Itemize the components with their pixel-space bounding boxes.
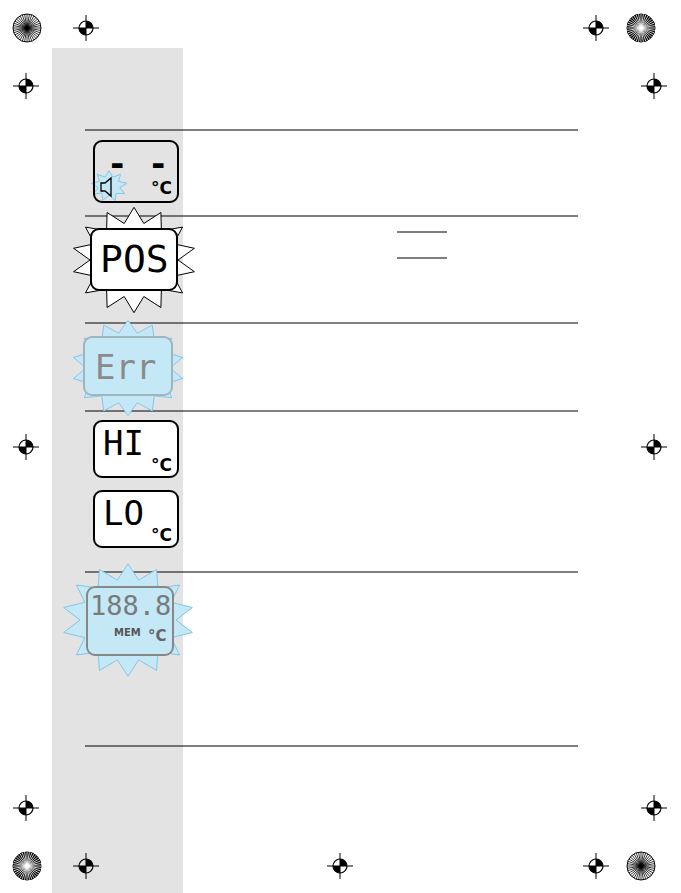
sunburst-mark [27,861,40,866]
lcd-readout: POS [100,240,169,278]
sunburst-mark [641,866,646,879]
sunburst-mark [636,15,641,28]
flash-burst [74,207,195,312]
lcd-display: POS [90,228,178,291]
sunburst-mark [627,28,641,30]
sunburst-mark [27,23,40,28]
crosshair-mark [19,79,33,93]
lcd-readout: LO [103,496,144,530]
crosshair-mark [589,21,603,35]
lcd-indicator: °C [151,457,172,474]
sunburst-mark [641,861,654,866]
lcd-indicator: °C [151,180,172,197]
lcd-display: LO °C [93,490,179,548]
lcd-indicator: °C [151,527,172,544]
flash-burst [64,564,193,676]
crosshair-mark [19,79,33,93]
speaker-icon [101,178,111,196]
sunburst-mark [628,866,641,871]
sunburst-mark [628,28,641,33]
lcd-display: Err [83,336,173,396]
sunburst-mark [22,15,27,28]
sunburst-mark [27,866,29,880]
grey-band [52,48,183,893]
sunburst-mark [641,864,655,866]
flash-bursts [64,171,195,676]
lcd-indicator: MEM [114,628,141,638]
sunburst-mark [13,866,27,868]
crosshair-mark [647,440,661,454]
sunburst-mark [13,28,27,30]
lcd-readout: HI [103,426,144,460]
sunburst-mark [22,853,27,866]
sunburst-mark [641,866,643,880]
crosshair-mark [79,859,93,873]
lcd-display: - -°C [93,140,179,203]
crosshair-mark [647,801,661,815]
lcd-display: 188.8MEM °C [86,586,174,656]
sunburst-mark [636,853,641,866]
sunburst-mark [27,28,32,41]
crosshair-mark [647,79,661,93]
crosshair-mark [79,859,93,873]
lcd-readout: - - [107,146,168,180]
crosshair-mark [647,801,661,815]
sunburst-mark [25,14,27,28]
crosshair-mark [647,79,661,93]
flash-burst [73,320,182,415]
sunburst-mark [13,852,41,880]
lcd-readout: 188.8 [90,592,171,619]
sunburst-mark [14,866,27,871]
crosshair-mark [19,801,33,815]
sunburst-mark [641,28,643,42]
sunburst-mark [641,28,646,41]
registration-marks [13,14,667,880]
sunburst-mark [27,26,41,28]
crosshair-mark [79,21,93,35]
sunburst-mark [627,852,655,880]
sunburst-mark [627,866,641,868]
crosshair-mark [333,859,347,873]
sunburst-mark [641,23,654,28]
sunburst-mark [14,28,27,33]
crosshair-mark [79,21,93,35]
sunburst-mark [639,852,641,866]
lcd-indicator: °C [148,629,167,644]
crosshair-mark [19,440,33,454]
sunburst-mark [13,14,41,42]
crosshair-mark [333,859,347,873]
sunburst-mark [27,866,32,879]
crosshair-mark [647,440,661,454]
crosshair-mark [589,859,603,873]
lcd-readout: Err [95,350,156,384]
crosshair-mark [19,801,33,815]
crosshair-mark [589,859,603,873]
sunburst-mark [27,28,29,42]
crosshair-mark [19,440,33,454]
sunburst-mark [641,26,655,28]
lcd-display: HI °C [93,420,179,478]
sunburst-mark [639,14,641,28]
sunburst-mark [27,864,41,866]
crosshair-mark [589,21,603,35]
sunburst-mark [627,14,655,42]
sunburst-mark [25,852,27,866]
